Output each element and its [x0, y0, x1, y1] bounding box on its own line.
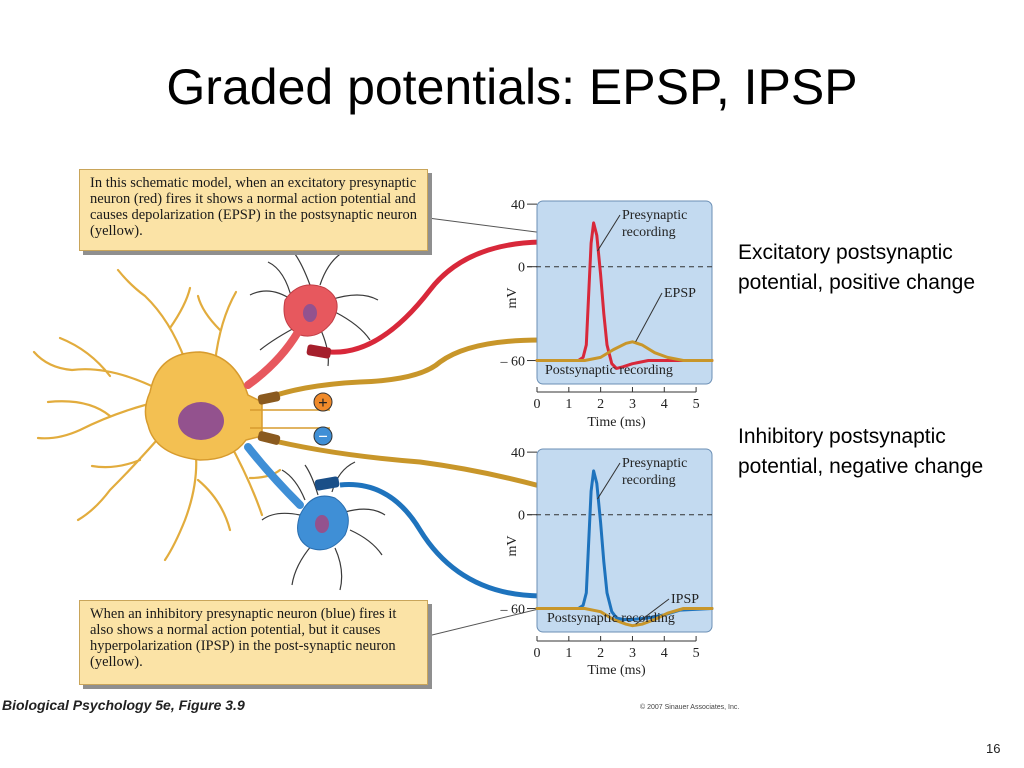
excitatory-caption: In this schematic model, when an excitat…	[79, 169, 428, 251]
inhibitory-electrode	[314, 476, 340, 491]
y-tick-label: – 60	[500, 603, 526, 618]
postsynaptic-label: Postsynaptic recording	[547, 611, 675, 626]
postsynaptic-nucleus	[178, 402, 224, 440]
y-axis-label: mV	[505, 287, 520, 308]
x-tick-label: 2	[597, 646, 604, 661]
y-axis-label: mV	[505, 535, 520, 556]
presynaptic-label-leader	[597, 214, 621, 252]
x-tick-label: 1	[565, 646, 572, 661]
copyright-notice: © 2007 Sinauer Associates, Inc.	[640, 704, 740, 711]
y-tick-label: 0	[518, 261, 525, 276]
x-tick-label: 0	[534, 646, 541, 661]
excitatory-electrode	[306, 344, 332, 359]
postsynaptic-trace	[535, 340, 714, 362]
x-tick-label: 2	[597, 397, 604, 412]
postsynaptic-electrode-wire-top	[261, 337, 541, 403]
postsynaptic-electrode-top	[257, 391, 281, 405]
inhibitory-neuron-nucleus	[315, 515, 329, 533]
inhibitory-axon	[244, 443, 304, 509]
x-tick-label: 5	[693, 397, 700, 412]
postsynaptic-label: Postsynaptic recording	[545, 363, 673, 378]
inhibitory-note: Inhibitory postsynaptic potential, negat…	[738, 425, 984, 478]
presynaptic-trace	[535, 221, 714, 370]
inhibitory-caption: When an inhibitory presynaptic neuron (b…	[79, 600, 428, 685]
x-tick-label: 4	[661, 397, 668, 412]
x-axis-label: Time (ms)	[587, 663, 646, 678]
excitatory-electrode-wire	[329, 239, 541, 355]
excitatory-plus-marker: +	[313, 392, 333, 412]
x-tick-label: 0	[534, 397, 541, 412]
y-tick-label: – 60	[500, 355, 526, 370]
x-axis-label: Time (ms)	[587, 415, 646, 430]
presynaptic-label-leader	[597, 462, 621, 500]
postsynaptic-electrode-wire-bottom	[261, 435, 541, 489]
y-tick-label: 40	[511, 198, 525, 213]
minus-symbol: −	[318, 427, 328, 446]
x-tick-label: 4	[661, 646, 668, 661]
page-number: 16	[986, 741, 1001, 756]
plus-symbol: +	[318, 393, 328, 412]
figure-source: Biological Psychology 5e, Figure 3.9	[2, 697, 245, 713]
x-tick-label: 3	[629, 646, 636, 661]
excitatory-neuron-nucleus	[303, 304, 317, 322]
slide-title: Graded potentials: EPSP, IPSP	[166, 59, 858, 115]
y-tick-label: 0	[518, 509, 525, 524]
effect-label-leader	[635, 598, 670, 625]
excitatory-note: Excitatory postsynaptic potential, posit…	[738, 241, 975, 294]
x-tick-label: 5	[693, 646, 700, 661]
plot-background	[536, 448, 713, 633]
effect-label: IPSP	[671, 592, 699, 607]
effect-label: EPSP	[664, 286, 696, 301]
inhibitory-neuron-dendrites	[261, 461, 386, 591]
effect-label-leader	[635, 292, 663, 343]
postsynaptic-electrode-bottom	[257, 431, 281, 445]
postsynaptic-trace	[535, 607, 714, 628]
excitatory-axon	[244, 328, 302, 389]
inhibitory-electrode-wire	[339, 482, 541, 599]
axon-stub	[250, 409, 330, 429]
presynaptic-trace	[535, 469, 714, 621]
postsynaptic-dendrites	[32, 268, 282, 562]
x-tick-label: 1	[565, 397, 572, 412]
plot-background	[536, 200, 713, 385]
y-tick-label: 40	[511, 446, 525, 461]
x-tick-label: 3	[629, 397, 636, 412]
inhibitory-minus-marker: −	[313, 426, 333, 446]
